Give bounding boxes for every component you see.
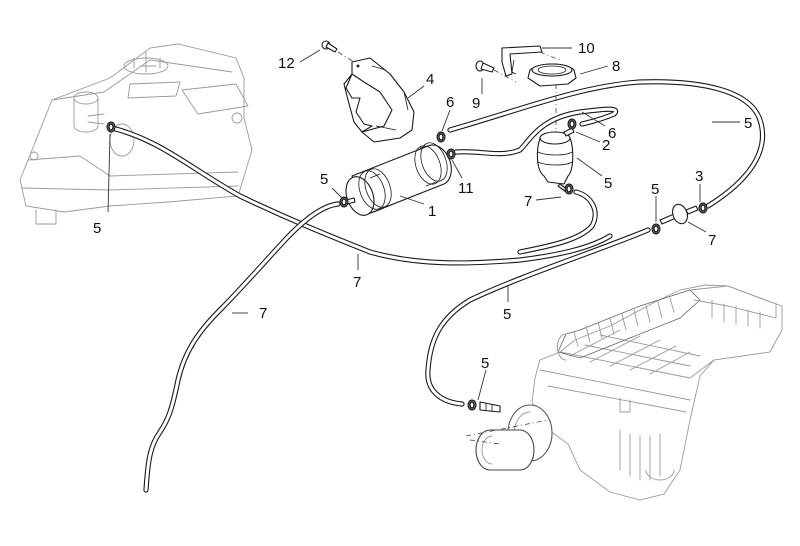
callout-7-lower: 5	[503, 306, 511, 323]
callout-1: 1	[428, 203, 436, 220]
callout-7-center: 7	[353, 274, 361, 291]
callout-11: 9	[472, 95, 480, 112]
vent-hose	[109, 79, 766, 493]
callout-5-valve-left: 5	[651, 181, 659, 198]
check-valve	[659, 203, 699, 225]
leader-lines	[107, 47, 740, 401]
hose-clamps	[106, 118, 708, 413]
callouts: 12 4 5 5 1 6 11 9 10 8 6 2 5 7 5 5 3 7 7…	[93, 40, 752, 372]
callout-5-airbox: 5	[481, 355, 489, 372]
callout-6-canister: 11	[458, 180, 474, 197]
callout-5-valve-right: 3	[695, 168, 703, 185]
air-box	[465, 284, 783, 501]
callout-6-separator: 2	[602, 137, 610, 154]
holder-10	[527, 63, 577, 87]
callout-7-left: 7	[259, 305, 267, 322]
bracket-9	[501, 45, 561, 77]
screw-11	[475, 60, 517, 83]
callout-5-canister-left: 5	[320, 171, 328, 188]
callout-5-canister-top: 6	[446, 94, 454, 111]
callout-10: 8	[612, 58, 620, 75]
hose-8	[453, 106, 619, 157]
screw-12	[321, 40, 355, 63]
callout-9: 10	[578, 40, 595, 57]
callout-12: 12	[278, 55, 295, 72]
callout-7-upper: 5	[744, 115, 752, 132]
canister-bracket	[343, 57, 415, 143]
callout-3: 7	[708, 232, 716, 249]
carbon-canister	[345, 142, 452, 216]
callout-2: 5	[604, 175, 612, 192]
callout-4: 4	[426, 71, 434, 88]
callout-5-separator: 7	[524, 193, 532, 210]
separator	[536, 84, 575, 193]
callout-8: 6	[608, 125, 616, 142]
callout-5-tank: 5	[93, 220, 101, 237]
